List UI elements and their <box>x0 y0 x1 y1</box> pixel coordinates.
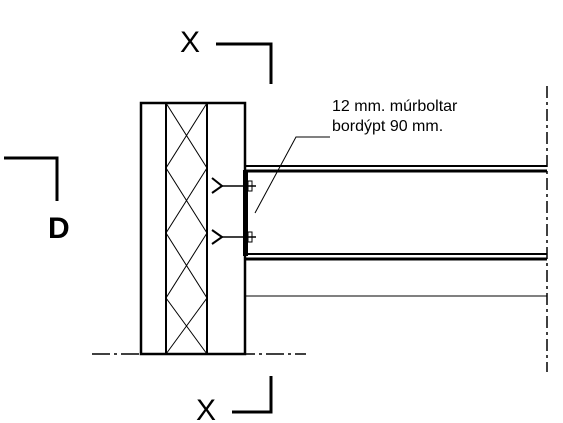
wall-section <box>139 101 247 356</box>
section-marker-top-arrow <box>216 42 273 84</box>
section-marker-bottom-arrow <box>232 376 273 414</box>
detail-marker-bracket <box>4 156 59 201</box>
anchor-bolts <box>211 170 256 256</box>
beams <box>245 165 547 297</box>
anchor-bolt-upper-hook <box>211 177 224 194</box>
anchor-bolt-lower-hook <box>211 229 224 245</box>
insulation-zigzag-2 <box>165 102 208 355</box>
annotation-line-2: bordýpt 90 mm. <box>332 118 443 135</box>
section-marker-bottom: X <box>196 376 273 423</box>
section-marker-bottom-label: X <box>196 394 216 423</box>
insulation-zigzag <box>165 102 208 355</box>
detail-marker-label: D <box>48 212 70 245</box>
detail-marker: D <box>4 156 70 245</box>
bolt-annotation: 12 mm. múrboltar bordýpt 90 mm. <box>254 98 458 214</box>
section-marker-top: X <box>180 26 273 84</box>
annotation-line-1: 12 mm. múrboltar <box>332 98 458 115</box>
section-marker-top-label: X <box>180 26 200 59</box>
annotation-leader <box>254 136 330 214</box>
ledger-plate <box>243 170 248 256</box>
